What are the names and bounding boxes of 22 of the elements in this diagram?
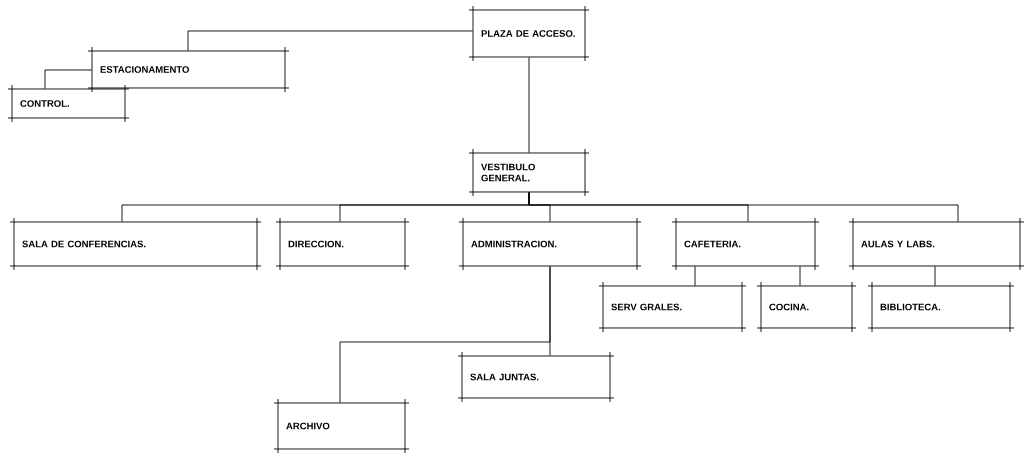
process-box: SALA JUNTAS. [457,351,615,403]
process-box: COCINA. [756,281,857,333]
process-box: AULAS Y LABS. [848,217,1025,271]
connector-line [934,266,936,286]
process-box: SERV GRALES. [598,281,747,333]
process-box: BIBLIOTECA. [867,281,1015,333]
process-box: ARCHIVO [273,398,410,454]
connector-line [44,69,92,89]
process-box: CONTROL. [7,84,130,123]
process-box: ADMINISTRACION. [458,217,642,271]
process-box: PLAZA DE ACCESO. [468,5,590,62]
connector-line [528,192,959,222]
process-box: DIRECCION. [275,217,410,271]
connector-line [799,266,801,286]
process-box: VESTIBULO GENERAL. [468,148,590,197]
connector-line [187,30,473,51]
process-box: ESTACIONAMENTO [87,46,290,93]
connector-line [528,57,530,153]
process-box: CAFETERIA. [671,217,820,271]
connector-line [339,266,551,403]
connector-line [694,266,696,286]
process-box: SALA DE CONFERENCIAS. [9,217,262,271]
